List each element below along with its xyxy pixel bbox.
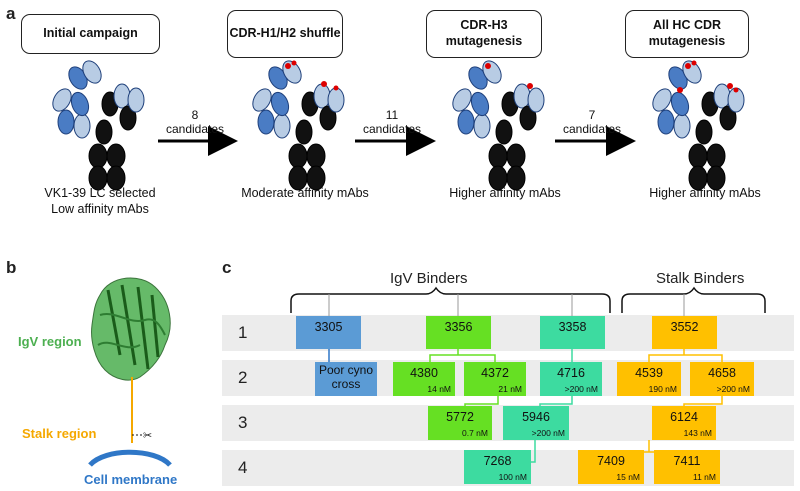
clone-poor-cyno-cross: Poor cyno cross	[315, 362, 377, 396]
clone-3305: 3305	[296, 316, 361, 349]
clone-4658: 4658 >200 nM	[690, 362, 754, 396]
antibody-stage-2	[248, 57, 345, 191]
antibody-stage-4	[648, 57, 745, 191]
stage-box-cdr-h1h2: CDR-H1/H2 shuffle	[227, 10, 343, 58]
cdr-mutation	[321, 81, 327, 87]
cdr-mutation	[285, 63, 291, 69]
cell-membrane-label: Cell membrane	[84, 472, 178, 487]
stalk-region-label: Stalk region	[22, 426, 97, 441]
stage-title: All HC CDR mutagenesis	[648, 18, 726, 48]
cdr-mutation	[727, 83, 733, 89]
svg-text:✂: ✂	[143, 429, 152, 442]
stage-title: CDR-H1/H2 shuffle	[229, 26, 341, 41]
row-number: 3	[238, 413, 248, 432]
clone-3552: 3552	[652, 316, 717, 349]
igv-region-label: IgV region	[18, 334, 82, 349]
clone-7268: 7268 100 nM	[464, 450, 531, 484]
cdr-mutation	[291, 60, 297, 66]
row-number: 1	[238, 323, 248, 342]
stage-caption-1: VK1-39 LC selected Low affinity mAbs	[44, 186, 156, 217]
clone-6124: 6124 143 nM	[652, 406, 716, 440]
stage-caption-3: Higher affinity mAbs	[449, 186, 561, 200]
clone-5946: 5946 >200 nM	[503, 406, 569, 440]
cdr-mutation	[485, 63, 491, 69]
transition-label-2: 11 candidates	[362, 108, 422, 137]
cdr-mutation	[677, 87, 683, 93]
antibody-stage-3	[448, 57, 545, 191]
cdr-mutation	[733, 87, 739, 93]
protein-structure: ✂	[88, 277, 172, 467]
transition-label-1: 8 candidates	[165, 108, 225, 137]
clone-4539: 4539 190 nM	[617, 362, 681, 396]
transition-label-3: 7 candidates	[562, 108, 622, 137]
row-number: 2	[238, 368, 248, 387]
row-number: 4	[238, 458, 248, 477]
clone-3356: 3356	[426, 316, 491, 349]
cdr-mutation	[333, 85, 339, 91]
antibody-diagrams	[48, 57, 745, 191]
clone-4716: 4716 >200 nM	[540, 362, 602, 396]
stage-caption-4: Higher affinity mAbs	[649, 186, 761, 200]
panel-b-letter: b	[6, 258, 17, 277]
stalk-binders-label: Stalk Binders	[656, 270, 745, 287]
clone-4372: 4372 21 nM	[464, 362, 526, 396]
stage-box-initial: Initial campaign	[21, 14, 160, 54]
igv-binders-label: IgV Binders	[390, 270, 468, 287]
stage-box-cdr-h3: CDR-H3 mutagenesis	[426, 10, 542, 58]
clone-7409: 7409 15 nM	[578, 450, 644, 484]
clone-3358: 3358	[540, 316, 605, 349]
stage-title: Initial campaign	[43, 26, 138, 41]
clone-4380: 4380 14 nM	[393, 362, 455, 396]
stage-caption-2: Moderate affinity mAbs	[241, 186, 369, 200]
clone-7411: 7411 11 nM	[654, 450, 720, 484]
cdr-mutation	[691, 60, 697, 66]
stage-box-all-hc: All HC CDR mutagenesis	[625, 10, 749, 58]
panel-c-letter: c	[222, 258, 232, 277]
clone-5772: 5772 0.7 nM	[428, 406, 492, 440]
cdr-mutation	[527, 83, 533, 89]
cdr-mutation	[685, 63, 691, 69]
panel-a-letter: a	[6, 4, 16, 23]
stage-title: CDR-H3 mutagenesis	[445, 18, 523, 48]
